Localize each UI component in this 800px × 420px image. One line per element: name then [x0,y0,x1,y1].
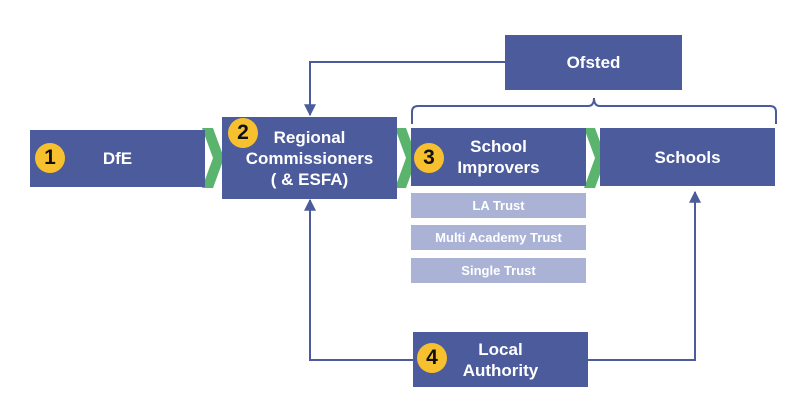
la-to-schools-arrow [587,190,701,361]
improvers-number-badge: 3 [414,143,444,173]
dfe-box: DfE [30,130,205,187]
schools-box: Schools [600,128,775,186]
school-improvers-label: School Improvers [457,137,540,177]
trust-type-multi-academy: Multi Academy Trust [411,225,586,250]
trust-type-single: Single Trust [411,258,586,283]
ofsted-to-regional-arrow [304,61,505,117]
ofsted-bracket [411,97,777,124]
regional-commissioners-label: Regional Commissioners ( & ESFA) [245,127,374,189]
dfe-number-badge: 1 [35,143,65,173]
trust-type-la: LA Trust [411,193,586,218]
dfe-label: DfE [102,149,133,168]
la-to-regional-arrow [304,198,415,361]
ofsted-label: Ofsted [566,53,621,72]
ofsted-box: Ofsted [505,35,682,90]
regional-number-badge: 2 [228,118,258,148]
schools-label: Schools [654,147,721,167]
local-authority-number-badge: 4 [417,343,447,373]
local-authority-label: Local Authority [462,339,539,380]
chevron-dfe-to-regional [202,128,224,188]
